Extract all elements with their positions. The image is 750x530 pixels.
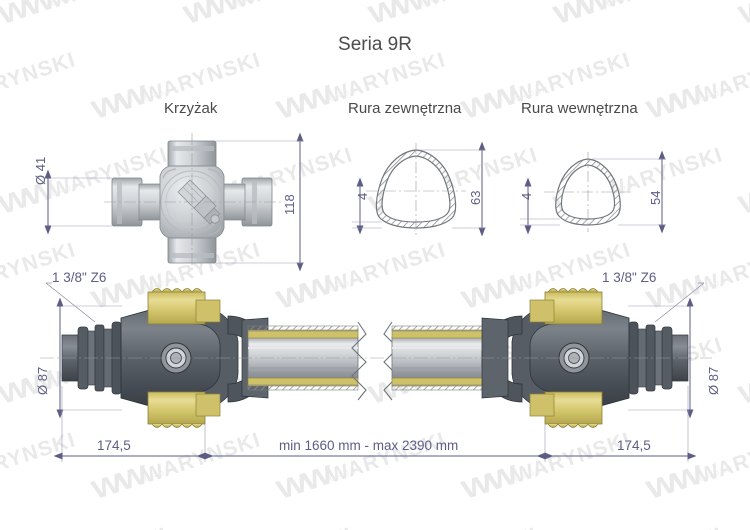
pto-shaft-assembly xyxy=(40,288,712,428)
label-inner-tube: Rura wewnętrzna xyxy=(521,100,638,117)
guard-teeth-left-bottom xyxy=(151,423,203,428)
dim-label-yoke-diameter-right: Ø 87 xyxy=(706,366,721,395)
label-spline-right: 1 3/8" Z6 xyxy=(602,270,657,285)
label-outer-tube: Rura zewnętrzna xyxy=(348,100,462,117)
dim-label-overall-length: min 1660 mm - max 2390 mm xyxy=(279,438,459,453)
dim-label-yoke-length-right: 174,5 xyxy=(617,438,651,453)
dim-label-cross-length: 118 xyxy=(282,194,297,215)
outer-tube-section xyxy=(366,143,466,235)
dim-label-outer-wall: 4 xyxy=(355,192,370,200)
dim-yoke-diameter-left xyxy=(56,297,122,419)
guard-teeth-left-top xyxy=(151,288,203,293)
spline-leader-right xyxy=(654,282,705,323)
dim-label-cross-diameter: Ø 41 xyxy=(33,156,48,185)
dim-label-outer-height: 63 xyxy=(468,190,483,205)
dim-outer-wall xyxy=(352,177,382,235)
page-title: Seria 9R xyxy=(338,34,412,55)
dim-inner-height xyxy=(592,150,666,234)
dim-label-yoke-length-left: 174,5 xyxy=(97,438,131,453)
dim-yoke-diameter-right xyxy=(628,297,694,419)
dim-label-inner-wall: 4 xyxy=(519,192,534,200)
dim-cross-length xyxy=(216,132,304,272)
spline-leader-left xyxy=(45,282,96,323)
cross-joint-drawing xyxy=(104,133,282,272)
dim-bottom-row xyxy=(53,386,697,462)
dim-label-inner-height: 54 xyxy=(648,190,663,205)
dim-cross-diameter xyxy=(44,169,112,235)
label-cross-joint: Krzyżak xyxy=(164,100,218,117)
inner-tube-section xyxy=(544,152,632,232)
dim-label-yoke-diameter-left: Ø 87 xyxy=(35,366,50,395)
dim-outer-height xyxy=(420,141,486,237)
label-spline-left: 1 3/8" Z6 xyxy=(52,270,107,285)
dim-inner-wall xyxy=(520,177,560,235)
